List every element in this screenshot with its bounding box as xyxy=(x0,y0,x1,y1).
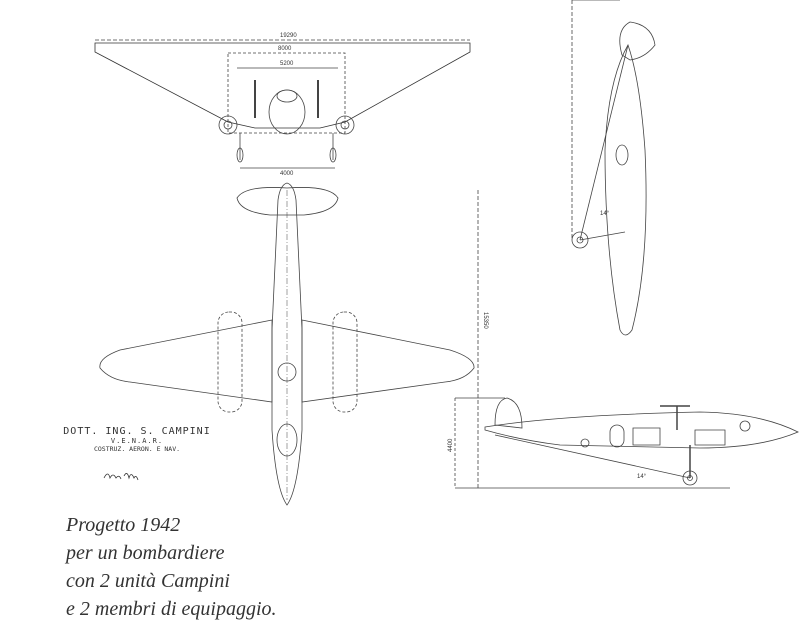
stamp-name: DOTT. ING. S. CAMPINI xyxy=(63,426,211,437)
wing-left xyxy=(99,319,273,403)
nacelle-right xyxy=(335,115,355,135)
top-view: 15350 xyxy=(99,182,488,506)
fuselage-top xyxy=(271,182,303,506)
stamp-dept: COSTRUZ. AERON. E NAV. xyxy=(93,445,181,453)
fuselage-front xyxy=(268,89,306,135)
dim-angle: 14° xyxy=(637,474,647,480)
side-view-vertical: 14° xyxy=(571,0,656,336)
caption-line: per un bombardiere xyxy=(66,542,225,564)
caption-line: Progetto 1942 xyxy=(66,514,181,536)
dim-gear: 4000 xyxy=(280,171,294,177)
dim-length: 15350 xyxy=(482,312,488,329)
caption-line: e 2 membri di equipaggio. xyxy=(66,598,277,620)
dimension-box-engines xyxy=(227,52,346,134)
fin xyxy=(494,397,523,429)
designer-stamp: DOTT. ING. S. CAMPINI V.E.N.A.R. COSTRUZ… xyxy=(62,426,212,453)
nacelle-left-top xyxy=(217,311,243,413)
caption: Progetto 1942 per un bombardiere con 2 u… xyxy=(66,511,277,623)
nacelle-right-top xyxy=(332,311,358,413)
dim-height: 4400 xyxy=(448,438,454,452)
wheel-side xyxy=(682,470,698,486)
fuselage-side xyxy=(484,411,799,449)
dim-angle-vertical: 14° xyxy=(600,211,610,217)
wing-front xyxy=(94,42,471,129)
dim-engines: 8000 xyxy=(278,46,292,52)
dim-inner: 5200 xyxy=(280,61,294,67)
fin-vertical-view xyxy=(619,21,656,61)
dim-span: 19290 xyxy=(280,33,297,39)
caption-line: con 2 unità Campini xyxy=(66,570,230,592)
fuselage-vertical-view xyxy=(604,44,647,336)
wing-right xyxy=(301,319,475,403)
stamp-org: V.E.N.A.R. xyxy=(110,437,164,445)
nacelle-left xyxy=(218,115,238,135)
signature xyxy=(103,473,139,481)
side-view: 4400 14° xyxy=(448,397,799,489)
wheel xyxy=(571,231,589,249)
front-view: 19290 8000 5200 4000 xyxy=(94,33,471,177)
tailplane xyxy=(236,187,339,216)
